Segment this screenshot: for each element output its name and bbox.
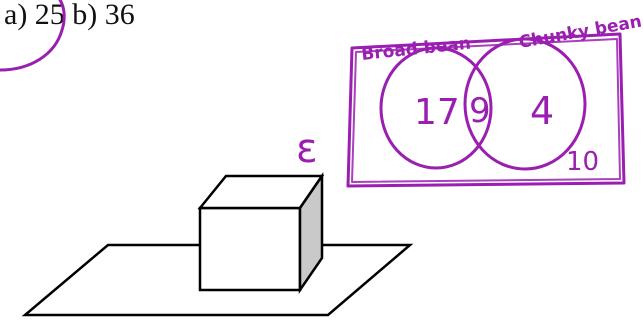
cube-on-plane [25, 176, 410, 315]
set-b-label: Chunky bean [517, 12, 643, 53]
answer-options-text: a) 25 b) 36 [4, 0, 135, 31]
venn-diagram: Broad bean Chunky bean 17 9 4 10 ε [296, 12, 643, 186]
set-a-label: Broad bean [360, 34, 471, 65]
both-value: 9 [469, 91, 491, 131]
universal-set-symbol: ε [296, 126, 318, 172]
neither-value: 10 [566, 147, 599, 177]
only-a-value: 17 [414, 92, 460, 133]
only-b-value: 4 [530, 89, 554, 133]
cube-front-face [200, 208, 300, 290]
